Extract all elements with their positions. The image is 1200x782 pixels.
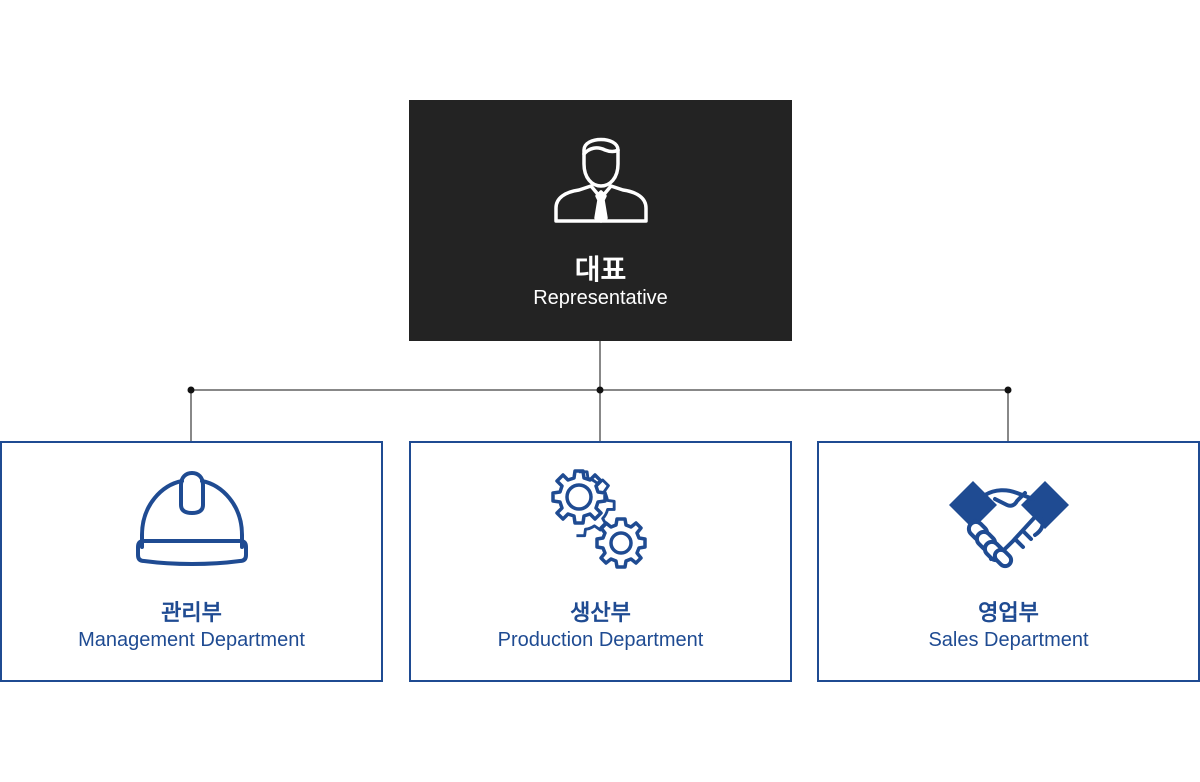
connector-dot [596, 386, 604, 394]
department-title-en: Sales Department [928, 629, 1089, 651]
department-box-management: 관리부 Management Department [0, 441, 383, 682]
businessman-icon [409, 128, 792, 224]
department-box-sales: 영업부 Sales Department [817, 441, 1200, 682]
department-title-en: Production Department [497, 629, 704, 651]
department-title-ko: 영업부 [978, 600, 1039, 625]
department-title-ko: 생산부 [570, 600, 631, 625]
connector-dot [187, 386, 195, 394]
department-title-ko: 관리부 [161, 600, 222, 625]
connector-dot [1004, 386, 1012, 394]
representative-title-ko: 대표 [574, 254, 627, 285]
department-box-production: 생산부 Production Department [409, 441, 792, 682]
department-title-en: Management Department [78, 629, 305, 651]
representative-box: 대표 Representative [409, 100, 792, 341]
representative-title-en: Representative [533, 287, 668, 309]
handshake-icon [819, 469, 1198, 573]
hard-hat-icon [2, 469, 381, 569]
gears-icon [411, 469, 790, 573]
